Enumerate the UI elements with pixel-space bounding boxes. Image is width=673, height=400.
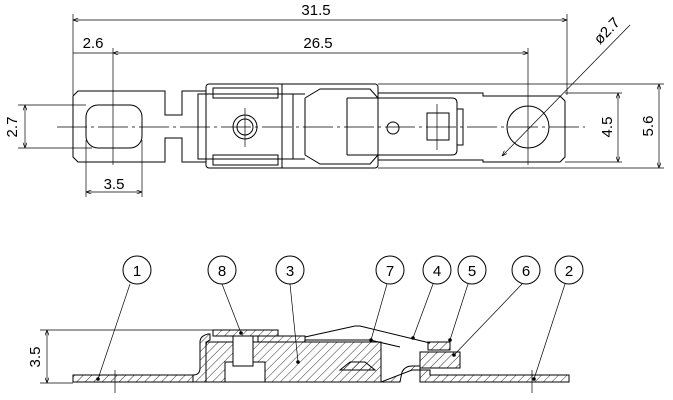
dim-slot-height-label: 2.7 [4,117,21,138]
balloon-2: 2 [554,255,584,285]
contact-5 [427,341,451,351]
contact-pad [426,112,450,141]
dim-body-width-label: 5.6 [640,116,657,137]
balloons: 1 8 3 7 4 5 6 2 [96,255,584,381]
balloon-5: 5 [457,255,487,285]
dim-plate-width-label: 4.5 [599,117,616,138]
top-view: 31.5 26.5 2.6 [4,2,664,197]
right-terminal-plate [378,92,566,163]
dimension-overall: 31.5 [72,2,568,95]
svg-text:5: 5 [468,263,476,280]
dim-height-label: 3.5 [27,347,44,368]
svg-text:1: 1 [133,263,141,280]
svg-text:3: 3 [286,263,294,280]
dim-hole-spacing-label: 26.5 [303,35,332,52]
left-terminal-plate [72,90,207,163]
svg-text:2: 2 [565,263,573,280]
body-rail-top [212,87,279,99]
rivet-8 [232,335,254,367]
terminal-1 [72,374,194,383]
dimension-hole-spacing: 26.5 2.6 [73,35,529,165]
dim-slot-width-label: 3.5 [104,176,125,193]
switch-body [205,83,379,169]
balloon-3: 3 [275,255,305,285]
svg-text:4: 4 [433,263,441,280]
balloon-4: 4 [422,255,452,285]
bimetal-outline [304,88,379,165]
contact-6 [419,351,461,369]
balloon-8: 8 [207,255,237,285]
section-view: 3.5 1 8 3 7 4 5 [27,255,584,393]
balloon-7: 7 [375,255,405,285]
dim-hole-offset-label: 2.6 [83,35,104,52]
contact-arm [347,97,458,156]
left-slot [85,104,143,149]
balloon-6: 6 [511,255,541,285]
svg-text:7: 7 [386,263,394,280]
dim-hole-diameter-label: ø2.7 [591,14,624,47]
balloon-1: 1 [122,255,152,285]
body-rail-bottom [212,154,279,166]
dim-overall-label: 31.5 [301,2,330,19]
svg-text:8: 8 [218,263,226,280]
bimetal-4 [304,325,431,344]
body-inner-frame [197,93,294,160]
small-hole [386,121,400,135]
svg-text:6: 6 [522,263,530,280]
